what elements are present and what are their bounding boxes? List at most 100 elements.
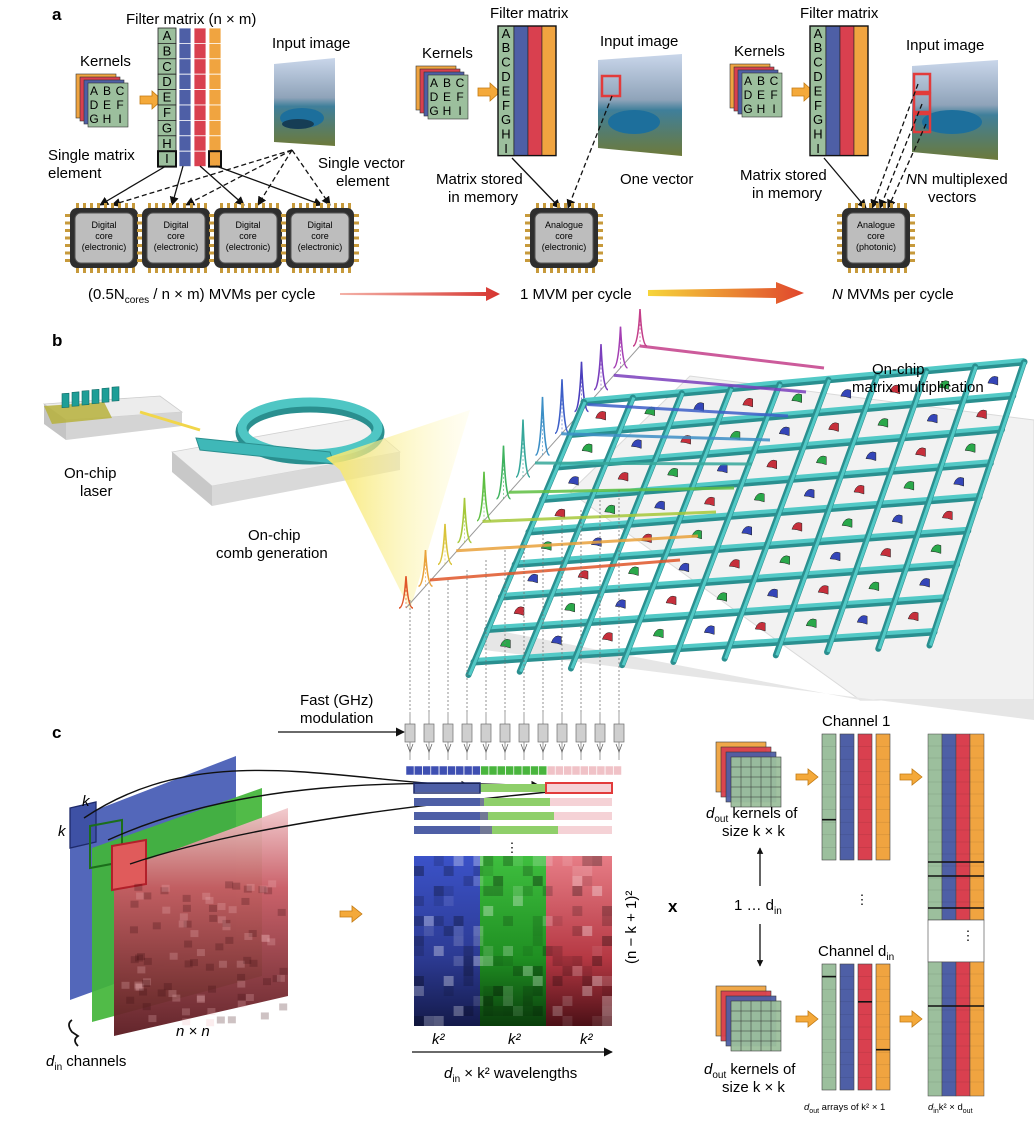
- throughput-3: N MVMs per cycle: [832, 286, 954, 303]
- pixel: [493, 886, 504, 896]
- chip-pin: [209, 221, 215, 225]
- chip-face: [218, 212, 278, 264]
- sheet-pixel: [232, 882, 241, 890]
- chip-pin: [281, 244, 287, 247]
- modulated-cell: [563, 765, 572, 776]
- modulator-tip: [482, 743, 490, 753]
- matrix-letter: I: [165, 151, 169, 166]
- chip-pin: [313, 267, 316, 273]
- modulator-cell: [667, 468, 678, 478]
- modulated-cell: [438, 765, 448, 776]
- pixel: [572, 866, 583, 876]
- kernel-letter: B: [757, 74, 765, 88]
- chip-pin: [241, 267, 244, 273]
- wavelength-beam: [613, 373, 807, 394]
- pixel: [453, 926, 464, 936]
- sheet-pixel: [227, 1016, 236, 1024]
- chip-pin: [209, 244, 215, 247]
- chip-face: [534, 212, 594, 264]
- pixel: [532, 966, 543, 976]
- one-vector-label: One vector: [620, 171, 693, 188]
- modulator-block: [404, 723, 416, 743]
- chip-pin: [597, 244, 603, 247]
- sheet-pixel: [237, 980, 246, 988]
- chip-pin: [597, 236, 603, 240]
- sheet-pixel: [136, 892, 145, 900]
- kernel-layer: [730, 1000, 782, 1052]
- waveguide-row-highlight: [487, 594, 946, 630]
- waveguide-col-highlight: [826, 370, 929, 653]
- modulator-cell: [907, 611, 919, 622]
- matrix-column-cell: [193, 73, 207, 91]
- sheet-pixel: [172, 994, 181, 1002]
- chip-pin: [909, 229, 915, 232]
- vector-highlight: [912, 92, 932, 114]
- matrix-letter: F: [814, 98, 822, 113]
- modulator-cell: [615, 599, 626, 609]
- modulator-cell: [903, 481, 915, 491]
- pixel: [572, 966, 583, 976]
- pixel: [443, 886, 454, 896]
- panel-c: c Fast (GHz) modulation k k n × n din ch…: [46, 692, 985, 1115]
- pixel: [414, 936, 424, 946]
- pixel: [503, 1006, 513, 1016]
- kernel-letter: H: [443, 104, 452, 118]
- modulator-cell: [938, 380, 950, 390]
- row-blue: [414, 784, 480, 792]
- arrow-right-icon: [899, 1010, 923, 1028]
- pixel: [414, 976, 424, 986]
- chip-pin: [132, 267, 135, 273]
- modulated-cell: [414, 765, 423, 776]
- kernel-letter: B: [443, 76, 451, 90]
- fast-modulation-l2: modulation: [300, 710, 373, 727]
- panel-letter-c: c: [52, 723, 61, 742]
- modulated-cell: [555, 765, 564, 776]
- modulator-cell: [728, 559, 740, 569]
- sheet-pixel: [279, 967, 288, 975]
- pixel: [582, 866, 593, 876]
- sheet-pixel: [130, 956, 139, 964]
- chip-pin: [65, 214, 71, 217]
- chip-pin: [197, 267, 200, 273]
- input-image-label-2: Input image: [600, 33, 678, 50]
- chip-pin: [597, 214, 603, 217]
- matrix-column-cell: [178, 150, 192, 167]
- pixel: [443, 866, 454, 876]
- kernel-layer: [741, 72, 783, 118]
- sheet-pixel: [237, 1000, 246, 1008]
- chip-label: core: [311, 231, 329, 241]
- waveguide-row-highlight: [473, 628, 935, 662]
- chip-label: (electronic): [226, 242, 271, 252]
- modulator-cell: [840, 389, 852, 399]
- waveguide-col-highlight: [468, 401, 587, 676]
- sheet-pixel: [260, 1012, 269, 1020]
- modulator-cell: [767, 588, 778, 599]
- waveguide-col-highlight: [775, 374, 880, 656]
- kernel-letter: A: [430, 76, 438, 90]
- matrix-stripe: [853, 25, 869, 156]
- modulator-cell: [617, 472, 629, 482]
- pixel: [423, 1016, 434, 1026]
- chip-pin: [281, 214, 287, 217]
- sheet-pixel: [279, 1003, 288, 1011]
- chip-pin: [837, 251, 843, 255]
- chip-label: core: [555, 231, 573, 241]
- chip-pin: [65, 221, 71, 225]
- pixel: [503, 916, 513, 926]
- modulator-block: [461, 723, 473, 743]
- sheet-pixel: [126, 996, 135, 1004]
- kernels-label-2: Kernels: [422, 45, 473, 62]
- modulator-cell: [754, 622, 766, 632]
- modulator-block: [575, 723, 587, 743]
- matrix-column-cell: [178, 58, 192, 75]
- pixel: [602, 976, 612, 986]
- chip-pin: [564, 203, 567, 209]
- waveguide-col-highlight: [929, 361, 1027, 646]
- chip-label: (electronic): [298, 242, 343, 252]
- matrix-column-cell: [193, 150, 207, 167]
- matrix-column-cell: [208, 27, 222, 44]
- chip-face: [290, 212, 350, 264]
- pixel: [572, 886, 583, 896]
